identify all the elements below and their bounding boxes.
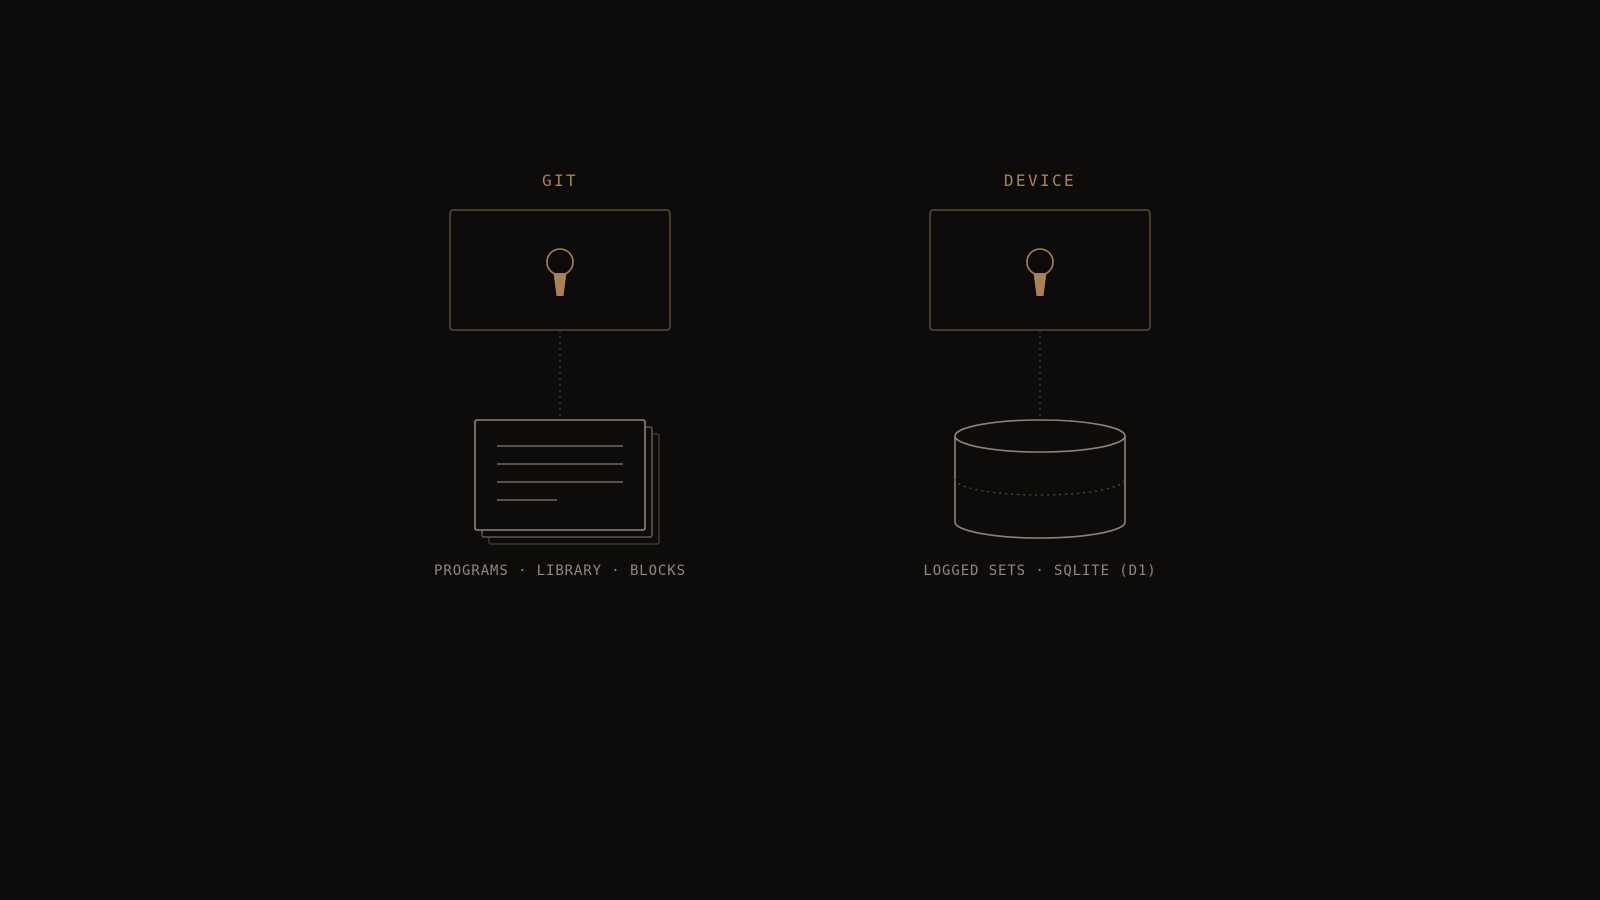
device-column: DEVICE LOGGED SETS · SQLITE (D1): [923, 171, 1156, 579]
device-title: DEVICE: [1004, 171, 1076, 190]
key-icon: [1026, 248, 1054, 296]
document-stack-icon: [474, 419, 660, 545]
database-cylinder-icon: [954, 419, 1126, 539]
key-icon: [546, 248, 574, 296]
git-title: GIT: [542, 171, 578, 190]
git-column: GIT PROGRAMS · LIBRARY · BLOCKS: [434, 171, 686, 579]
git-key-box: [449, 209, 671, 331]
device-key-box: [929, 209, 1151, 331]
device-caption: LOGGED SETS · SQLITE (D1): [923, 563, 1156, 579]
git-caption: PROGRAMS · LIBRARY · BLOCKS: [434, 563, 686, 579]
